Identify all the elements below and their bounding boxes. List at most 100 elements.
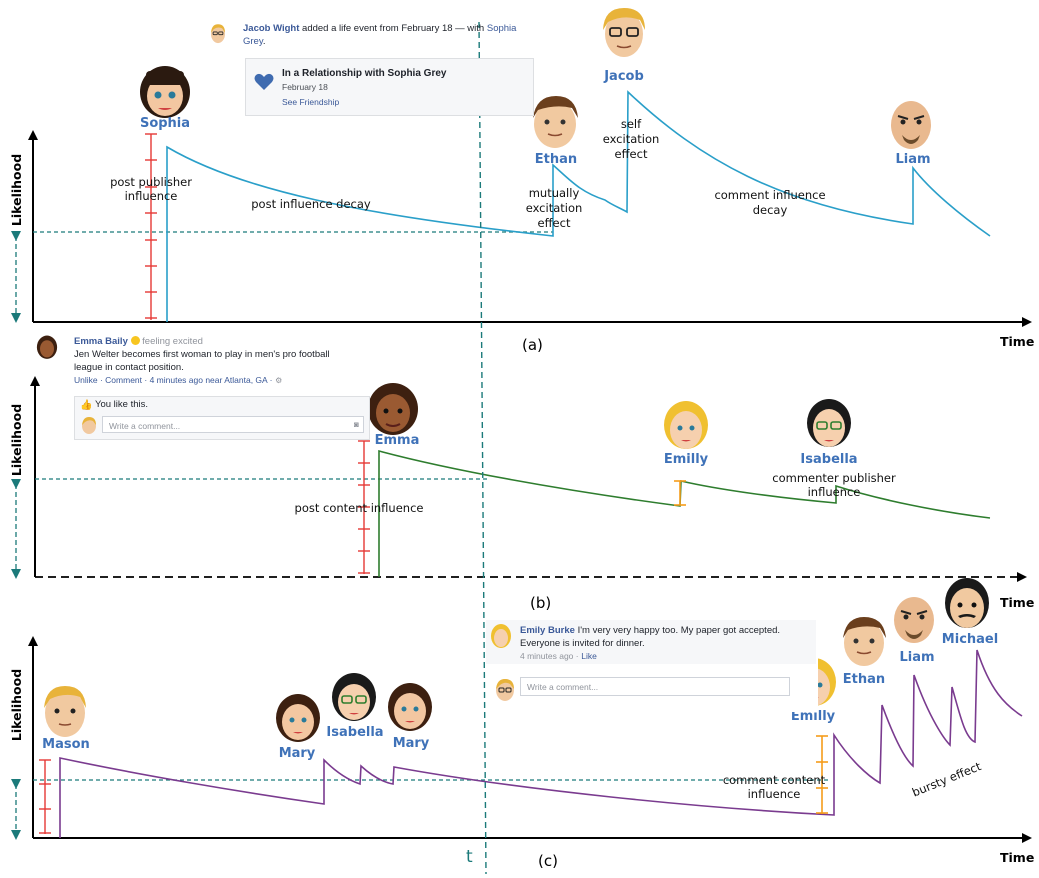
name-liam-c: Liam: [899, 650, 934, 665]
post-b-comments-area: 👍 You like this. Write a comment... ◙: [74, 396, 370, 440]
name-liam-a: Liam: [895, 152, 930, 167]
time-cursor-line: [478, 21, 487, 875]
panel-b-xlabel: Time: [1000, 595, 1034, 610]
post-c-text-line2: Everyone is invited for dinner.: [520, 638, 645, 649]
svg-text:comment content: comment content: [723, 773, 826, 787]
avatar-jacob-a: [603, 8, 645, 57]
ann-commenter-publisher-influence: commenter publisher influence: [772, 471, 896, 499]
ann-self-excitation-effect: self excitation effect: [603, 117, 660, 161]
avatar-ethan-a: [533, 96, 578, 148]
svg-text:effect: effect: [615, 147, 648, 161]
panel-c-publisher-marker: [39, 759, 51, 834]
ann-comment-content-influence: comment content influence: [723, 773, 826, 801]
panel-a-publisher-marker: [145, 133, 157, 320]
panel-a-intensity-curve: [166, 90, 991, 322]
name-sophia: Sophia: [140, 116, 190, 131]
svg-text:post publisher: post publisher: [110, 175, 192, 189]
name-isabella-b: Isabella: [800, 452, 857, 467]
avatar-liam-c: [894, 597, 934, 643]
post-c-text-line1: I'm very very happy too. My paper got ac…: [577, 625, 781, 636]
name-mary-1: Mary: [279, 746, 316, 761]
panel-b: Likelihood Time (b) post content influen…: [9, 376, 1034, 612]
name-emma: Emma: [375, 433, 420, 448]
name-mason: Mason: [42, 737, 90, 752]
camera-icon[interactable]: ◙: [354, 420, 359, 429]
panel-c-intensity-curve: [59, 649, 1023, 838]
name-emilly-b: Emilly: [664, 452, 709, 467]
post-a-tag-last[interactable]: Grey: [243, 36, 263, 47]
avatar-michael: [945, 578, 989, 628]
avatar-emily-small-icon: [491, 624, 511, 648]
ann-post-content-influence: post content influence: [295, 501, 424, 515]
svg-text:effect: effect: [538, 216, 571, 230]
panel-b-commenter-marker: [674, 480, 686, 506]
time-cursor-label: t: [466, 847, 473, 867]
avatar-jacob-small-icon: [211, 24, 225, 44]
ann-comment-influence-decay: comment influence decay: [714, 188, 825, 217]
svg-text:excitation: excitation: [526, 201, 583, 215]
post-b-author[interactable]: Emma Baily: [74, 336, 128, 347]
svg-text:decay: decay: [753, 203, 788, 217]
avatar-emma: [368, 383, 418, 435]
post-b-text-line2: league in contact position.: [74, 362, 184, 373]
post-c-like-link[interactable]: Like: [581, 651, 597, 661]
life-event-title: In a Relationship with Sophia Grey: [282, 68, 447, 79]
see-friendship-link[interactable]: See Friendship: [282, 97, 340, 107]
post-b-feeling: feeling excited: [142, 336, 203, 347]
avatar-ethan-c: [843, 617, 886, 666]
post-b-actions[interactable]: Unlike · Comment · 4 minutes ago near At…: [74, 375, 273, 385]
post-b-likes: You like this.: [95, 399, 148, 410]
avatar-mary-1: [276, 694, 320, 742]
panel-b-ylabel: Likelihood: [9, 404, 24, 476]
avatar-isabella-b: [807, 399, 851, 447]
name-ethan-c: Ethan: [843, 672, 885, 687]
ann-post-publisher-influence: post publisher influence: [110, 175, 192, 203]
post-a-tag-first[interactable]: Sophia: [486, 23, 517, 34]
ann-mutually-excitation-effect: mutually excitation effect: [526, 186, 583, 230]
svg-text:comment influence: comment influence: [714, 188, 825, 202]
name-isabella-c: Isabella: [326, 725, 383, 740]
post-b-text-line1: Jen Welter becomes first woman to play i…: [74, 349, 330, 360]
avatar-jacob-reply-icon: [496, 679, 514, 701]
smile-icon: [130, 336, 140, 345]
panel-b-intensity-curve: [378, 449, 991, 577]
panel-a-label: (a): [522, 336, 543, 354]
fb-post-b: Emma Baily feeling excited Jen Welter be…: [34, 334, 374, 444]
svg-text:commenter publisher: commenter publisher: [772, 471, 896, 485]
name-mary-2: Mary: [393, 736, 430, 751]
post-c-time: 4 minutes ago ·: [520, 651, 579, 661]
post-c-comment-input[interactable]: Write a comment...: [520, 677, 790, 696]
svg-text:mutually: mutually: [529, 186, 580, 200]
svg-text:excitation: excitation: [603, 132, 660, 146]
fb-post-c: Emily Burke I'm very very happy too. My …: [486, 620, 818, 712]
avatar-isabella-c: [332, 673, 376, 721]
life-event-card: In a Relationship with Sophia Grey Febru…: [245, 58, 534, 116]
life-event-date: February 18: [282, 82, 328, 92]
name-michael: Michael: [942, 632, 998, 647]
panel-b-content-marker: [358, 440, 370, 574]
post-b-comment-input[interactable]: Write a comment...: [102, 416, 364, 433]
ann-bursty-effect: bursty effect: [910, 759, 984, 800]
panel-c-content-marker: [816, 735, 828, 814]
thumbs-up-icon: 👍: [80, 400, 93, 411]
panel-b-label: (b): [530, 594, 551, 612]
panel-a: Likelihood Time (a) post publisher influ…: [9, 90, 1034, 354]
post-c-comment-card: Emily Burke I'm very very happy too. My …: [486, 620, 816, 664]
post-a-text: added a life event from February 18 — wi…: [302, 23, 485, 34]
svg-text:influence: influence: [748, 787, 801, 801]
name-emilly-c: Emilly: [791, 709, 836, 724]
heart-icon: [254, 73, 274, 90]
avatar-mary-2: [388, 683, 432, 731]
svg-text:influence: influence: [125, 189, 178, 203]
gear-icon[interactable]: ⚙: [275, 376, 283, 385]
post-a-author[interactable]: Jacob Wight: [243, 23, 300, 34]
panel-c-label: (c): [538, 852, 558, 870]
avatar-emilly-b: [664, 401, 708, 449]
panel-a-xlabel: Time: [1000, 334, 1034, 349]
panel-c-ylabel: Likelihood: [9, 669, 24, 741]
panel-a-ylabel: Likelihood: [9, 154, 24, 226]
post-c-author[interactable]: Emily Burke: [520, 625, 575, 636]
svg-text:influence: influence: [808, 485, 861, 499]
